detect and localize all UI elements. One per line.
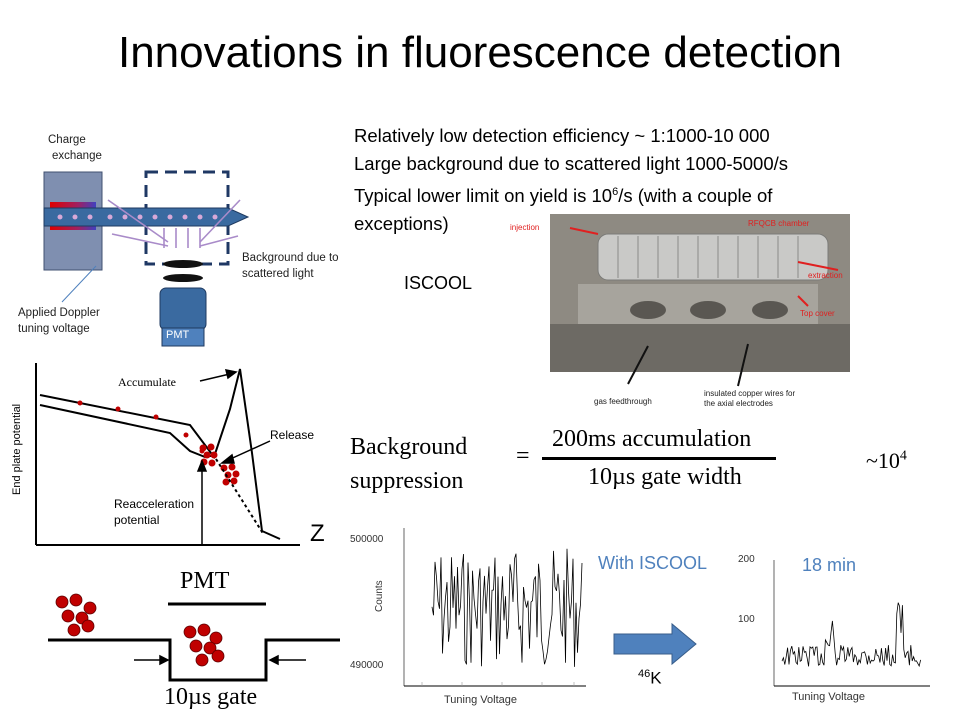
right-plot-title: 18 min: [802, 555, 857, 575]
left-ylabel: Counts: [374, 580, 385, 612]
right-spectrum-plot: [773, 560, 930, 687]
z-axis-label: Z: [310, 520, 325, 547]
gate-label: 10µs gate: [164, 684, 258, 710]
left-ytick-top: 500000: [350, 534, 384, 545]
photo-top-cover: Top cover: [800, 309, 835, 318]
release-label: Release: [270, 428, 314, 442]
photo-wires-2: the axial electrodes: [704, 399, 773, 408]
slide-title: Innovations in fluorescence detection: [117, 28, 843, 77]
left-xlabel: Tuning Voltage: [444, 694, 517, 706]
right-xlabel: Tuning Voltage: [792, 691, 865, 703]
gate-pmt-label: PMT: [180, 568, 230, 594]
fraction-bar: [542, 457, 776, 460]
gate-diagram: [48, 593, 340, 682]
right-spectrum-trace: [781, 602, 921, 668]
equals-sign: =: [516, 443, 530, 469]
photo-gas: gas feedthrough: [594, 397, 652, 406]
bullet-background: Large background due to scattered light …: [354, 153, 789, 174]
left-spectrum-trace: [431, 548, 583, 667]
fluorescence-schematic: [43, 170, 250, 347]
bullet-efficiency: Relatively low detection efficiency ~ 1:…: [354, 125, 770, 146]
photo-wires-1: insulated copper wires for: [704, 389, 795, 398]
left-ytick-bottom: 490000: [350, 660, 384, 671]
isotope-label: 46K: [638, 668, 662, 688]
left-spectrum-plot: [403, 528, 586, 687]
photo-extraction: extraction: [808, 271, 843, 280]
suppression-result: ~104: [866, 448, 907, 473]
right-ytick-top: 200: [738, 554, 755, 565]
end-plate-potential-label: End plate potential: [11, 404, 23, 495]
bullet-exceptions: exceptions): [354, 213, 449, 235]
doppler-label: Applied Doppler tuning voltage: [18, 307, 100, 335]
pmt-label: PMT: [166, 329, 190, 341]
charge-exchange-label: Charge exchange: [48, 134, 102, 162]
reaccel-label-2: potential: [114, 513, 159, 527]
suppression-numerator: 200ms accumulation: [552, 426, 752, 452]
photo-injection: injection: [510, 223, 539, 232]
iscool-label: ISCOOL: [404, 273, 473, 293]
suppression-label: Background suppression: [350, 434, 468, 494]
suppression-denominator: 10µs gate width: [588, 464, 742, 490]
background-label: Background due to scattered light: [242, 252, 339, 280]
potential-diagram: Accumulate Release Reacceleration potent…: [11, 363, 325, 547]
reaccel-label-1: Reacceleration: [114, 497, 194, 511]
right-ytick-bottom: 100: [738, 614, 755, 625]
with-iscool-label: With ISCOOL: [598, 553, 708, 573]
bullet-yield: Typical lower limit on yield is 106/s (w…: [354, 185, 773, 207]
accumulate-label: Accumulate: [118, 375, 176, 389]
bullet-list: Relatively low detection efficiency ~ 1:…: [354, 122, 914, 238]
photo-rfqcb: RFQCB chamber: [748, 219, 810, 228]
iscool-photo: injection RFQCB chamber extraction Top c…: [510, 214, 850, 408]
transition-arrow: [613, 622, 697, 666]
